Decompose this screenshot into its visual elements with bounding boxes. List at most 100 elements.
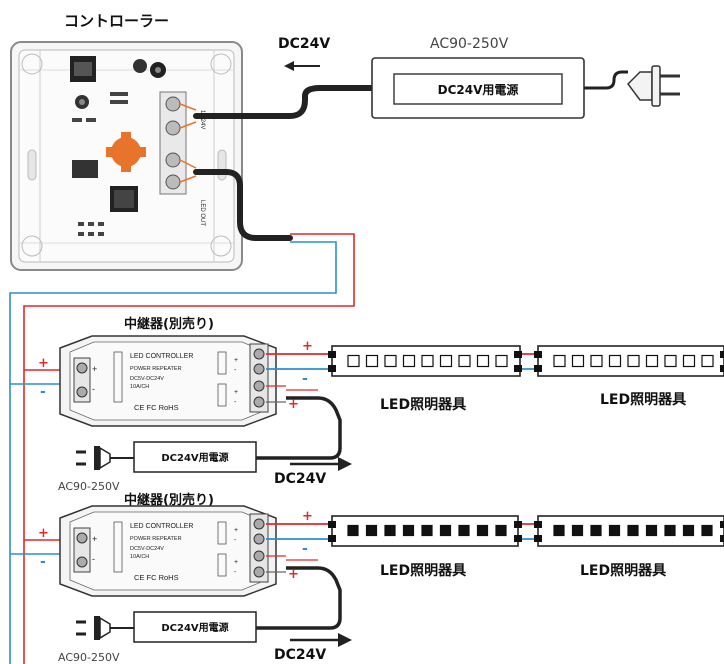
- input-minus-label: -: [40, 384, 46, 400]
- main-dc-label: DC24V: [278, 36, 330, 52]
- repeater-body-title: LED CONTROLLER: [130, 523, 193, 530]
- repeater-dc-label: DC24V: [274, 647, 326, 663]
- repeater-title: 中継器(別売り): [124, 492, 214, 508]
- led-chip: [365, 354, 379, 368]
- led-strip-1-label: LED照明器具: [380, 397, 466, 413]
- output-plus-label: +: [302, 339, 313, 354]
- repeater-certs: CE FC RoHS: [134, 403, 179, 412]
- led-chip: [608, 524, 621, 537]
- led-chip: [571, 524, 584, 537]
- input-power-cable: [193, 85, 377, 119]
- led-chip: [402, 524, 415, 537]
- strip-connector: [328, 535, 336, 542]
- repeater-dc-arrow: [290, 633, 352, 647]
- repeater-certs: CE FC RoHS: [134, 573, 179, 582]
- repeater-ac-label: AC90-250V: [58, 651, 120, 664]
- repeater-body-line1: POWER REPEATER: [130, 536, 182, 542]
- svg-text:+: +: [234, 357, 238, 364]
- main-power-supply: [371, 57, 585, 119]
- led-chip: [347, 524, 359, 537]
- led-chip: [439, 354, 453, 368]
- svg-text:-: -: [234, 399, 237, 406]
- svg-text:12-24V: 12-24V: [199, 110, 205, 129]
- led-chip: [402, 354, 416, 368]
- repeater-body-line3: 10A/CH: [130, 384, 149, 390]
- led-chip: [384, 524, 396, 537]
- led-chip: [495, 354, 508, 368]
- svg-text:+: +: [234, 389, 238, 396]
- led-chip: [627, 354, 640, 368]
- repeater-dc-label: DC24V: [274, 471, 326, 487]
- led-chip: [458, 524, 470, 537]
- output-minus-label: -: [302, 541, 308, 557]
- main-ac-label: AC90-250V: [430, 36, 509, 52]
- strip-connector: [514, 351, 522, 358]
- led-strip-1-label: LED照明器具: [380, 563, 466, 579]
- led-chip: [701, 524, 713, 537]
- repeater-ac-label: AC90-250V: [58, 480, 120, 493]
- svg-text:-: -: [234, 569, 237, 576]
- strip-connector: [534, 535, 542, 542]
- led-chip: [421, 354, 434, 368]
- led-chip: [553, 524, 565, 537]
- repeater-body-line2: DC5V-DC24V: [130, 376, 164, 382]
- strip-connector: [328, 365, 336, 372]
- repeater-psu-label: DC24V用電源: [161, 451, 228, 464]
- svg-text:-: -: [234, 367, 237, 374]
- repeater-body-line3: 10A/CH: [130, 554, 149, 560]
- led-chip: [495, 524, 507, 537]
- main-dc-arrow: [284, 61, 320, 71]
- led-chip: [458, 354, 471, 368]
- led-chip: [664, 524, 676, 537]
- repeater-unit: + - + - + -: [59, 505, 277, 597]
- power-plus-label: +: [288, 567, 299, 582]
- repeater-dc-arrow: [290, 457, 352, 471]
- repeater-body-title: LED CONTROLLER: [130, 353, 193, 360]
- controller-terminal-block: [159, 91, 187, 195]
- led-strip-2-label: LED照明器具: [580, 563, 666, 579]
- svg-text:-: -: [234, 537, 237, 544]
- strip-connector: [328, 521, 336, 528]
- led-chip: [645, 354, 659, 368]
- repeater-psu-label: DC24V用電源: [161, 621, 228, 634]
- repeater-power-plug-icon: [76, 446, 134, 470]
- led-chip: [365, 524, 378, 537]
- strip-connector: [534, 351, 542, 358]
- led-chip: [476, 354, 490, 368]
- strip-connector: [720, 535, 724, 542]
- strip-connector: [720, 351, 724, 358]
- strip-connector: [534, 521, 542, 528]
- strip-connector: [514, 365, 522, 372]
- repeater-power-plug-icon: [76, 616, 134, 640]
- led-chip: [608, 354, 622, 368]
- repeater-unit: + - + - + -: [59, 335, 277, 427]
- ac-cord: [584, 70, 628, 90]
- led-chip: [627, 524, 639, 537]
- repeater-title: 中継器(別売り): [124, 316, 214, 332]
- svg-text:LED OUT: LED OUT: [199, 200, 205, 226]
- power-plus-label: +: [288, 397, 299, 412]
- led-chip: [384, 354, 397, 368]
- strip-connector: [720, 365, 724, 372]
- svg-text:-: -: [92, 554, 95, 564]
- strip-connector: [514, 535, 522, 542]
- repeater-body-line2: DC5V-DC24V: [130, 546, 164, 552]
- main-psu-label: DC24V用電源: [438, 82, 519, 97]
- output-minus-label: -: [302, 371, 308, 387]
- output-cable: [193, 169, 293, 241]
- svg-text:+: +: [234, 527, 238, 534]
- led-chip: [664, 354, 677, 368]
- input-plus-label: +: [38, 356, 49, 371]
- led-chip: [590, 354, 603, 368]
- led-chip: [701, 354, 714, 368]
- led-chip: [571, 354, 585, 368]
- led-chip: [421, 524, 433, 537]
- input-minus-label: -: [40, 554, 46, 570]
- svg-text:+: +: [92, 364, 97, 374]
- strip-connector: [328, 351, 336, 358]
- strip-connector: [720, 521, 724, 528]
- led-chip: [439, 524, 452, 537]
- led-chip: [476, 524, 489, 537]
- repeater-body-line1: POWER REPEATER: [130, 366, 182, 372]
